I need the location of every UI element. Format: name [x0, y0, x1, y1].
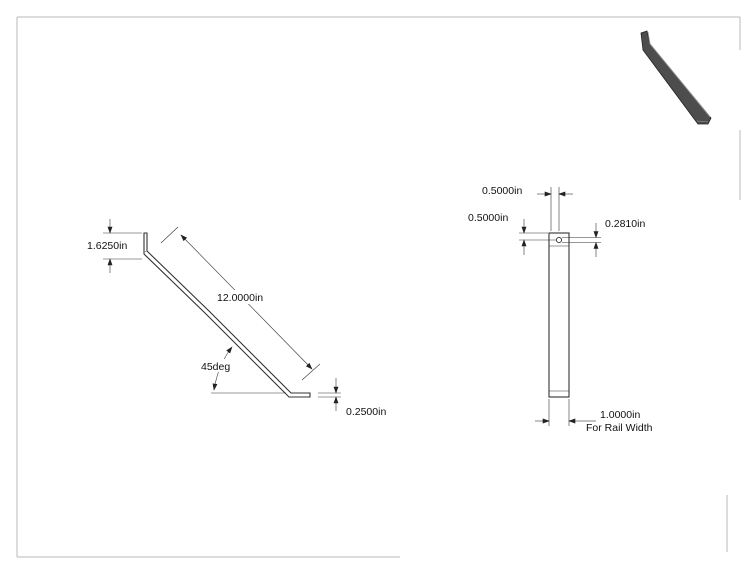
width-dimension-label: 1.0000in	[600, 409, 640, 421]
angle-dimension: 45deg	[199, 346, 286, 394]
sheet-border	[16, 16, 741, 558]
top-width-dimension: 0.5000in	[482, 185, 573, 231]
width-dimension: 1.0000in For Rail Width	[535, 399, 653, 434]
isometric-view	[640, 30, 712, 125]
length-dimension: 12.0000in	[160, 226, 321, 381]
front-view	[548, 232, 570, 398]
hole-diameter-dimension-label: 0.2810in	[605, 218, 645, 230]
hole-diameter-dimension: 0.2810in	[562, 218, 645, 257]
top-width-dimension-label: 0.5000in	[482, 185, 522, 197]
hole-offset-dimension: 0.5000in	[468, 212, 556, 255]
mounting-hole	[555, 236, 563, 244]
height-dimension: 1.6250in	[87, 219, 142, 273]
height-dimension-label: 1.6250in	[87, 240, 127, 252]
width-dimension-note: For Rail Width	[586, 422, 653, 434]
thickness-dimension-label: 0.2500in	[346, 406, 386, 418]
thickness-dimension: 0.2500in	[318, 378, 386, 418]
bracket-front-body	[548, 232, 570, 398]
angle-dimension-label: 45deg	[201, 361, 230, 373]
hole-offset-dimension-label: 0.5000in	[468, 212, 508, 224]
length-dimension-label: 12.0000in	[217, 292, 263, 304]
